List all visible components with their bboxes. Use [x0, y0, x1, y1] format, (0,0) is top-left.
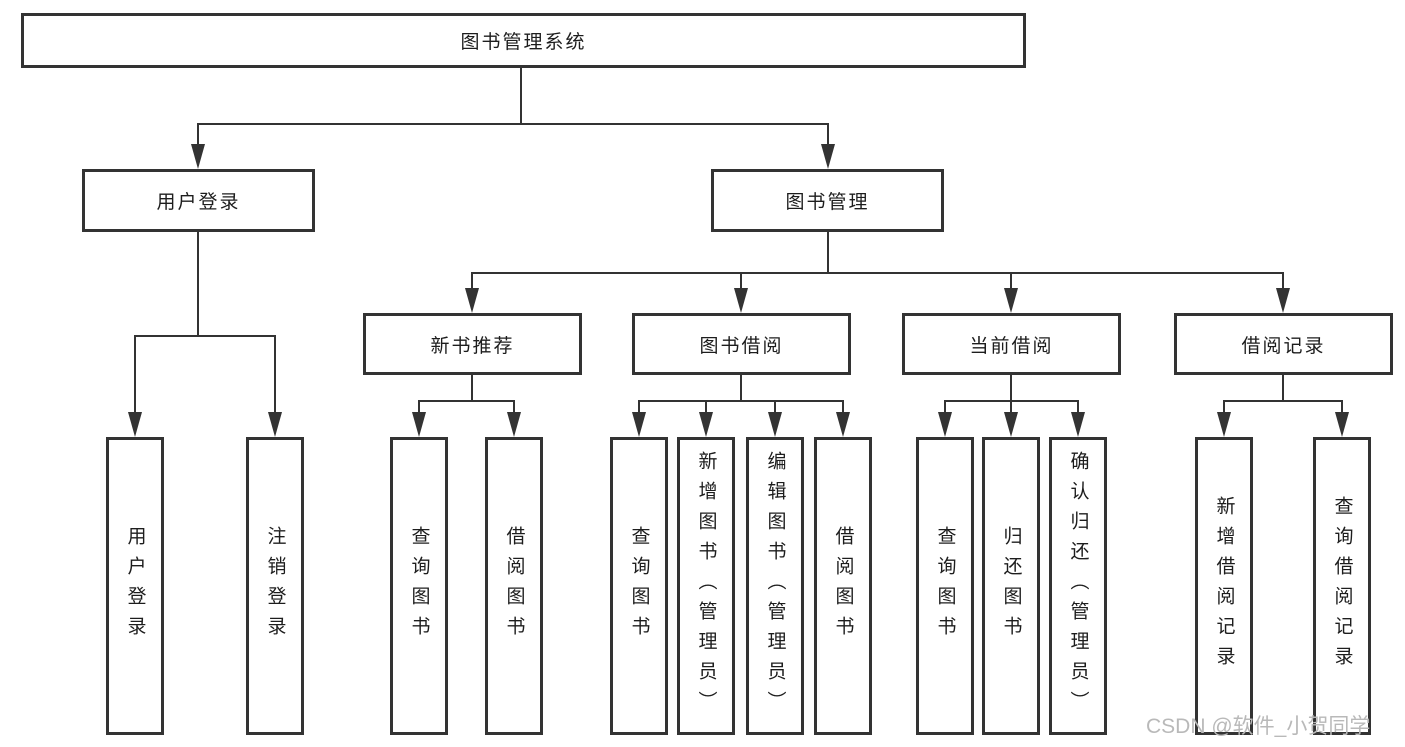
arrowhead-down-icon: [821, 144, 835, 169]
leaf-query-borrow-record: 查询借阅记录: [1313, 437, 1371, 735]
connector-line: [471, 272, 473, 289]
connector-line: [827, 123, 829, 147]
connector-line: [134, 335, 136, 413]
connector-line: [197, 123, 199, 147]
connector-line: [1282, 272, 1284, 289]
leaf-user-login-label: 用户登录: [124, 526, 146, 646]
leaf-query-books-recommend: 查询图书: [390, 437, 448, 735]
node-book-borrowing: 图书借阅: [632, 313, 851, 375]
connector-line: [197, 123, 829, 125]
connector-line: [740, 272, 742, 289]
connector-line: [134, 335, 276, 337]
node-book-management: 图书管理: [711, 169, 944, 232]
connector-line: [1341, 400, 1343, 413]
leaf-query-books-current: 查询图书: [916, 437, 974, 735]
leaf-confirm-return-admin-label: 确认归还（管理员）: [1067, 451, 1089, 721]
connector-line: [740, 375, 742, 400]
connector-line: [1010, 400, 1012, 413]
connector-line: [705, 400, 707, 413]
leaf-borrow-books-recommend: 借阅图书: [485, 437, 543, 735]
arrowhead-down-icon: [699, 412, 713, 437]
leaf-add-borrow-record: 新增借阅记录: [1195, 437, 1253, 735]
connector-line: [274, 335, 276, 413]
node-book-borrowing-label: 图书借阅: [699, 335, 784, 357]
arrowhead-down-icon: [768, 412, 782, 437]
arrowhead-down-icon: [1217, 412, 1231, 437]
leaf-add-book-admin: 新增图书（管理员）: [677, 437, 735, 735]
leaf-edit-book-admin-label: 编辑图书（管理员）: [764, 451, 786, 721]
leaf-borrow-books-borrowing: 借阅图书: [814, 437, 872, 735]
arrowhead-down-icon: [465, 288, 479, 313]
leaf-return-book-label: 归还图书: [1000, 526, 1022, 646]
node-borrow-records-label: 借阅记录: [1241, 335, 1326, 357]
leaf-query-books-borrowing-label: 查询图书: [628, 526, 650, 646]
arrowhead-down-icon: [268, 412, 282, 437]
leaf-query-books-recommend-label: 查询图书: [408, 526, 430, 646]
connector-line: [197, 232, 199, 335]
connector-line: [513, 400, 515, 413]
arrowhead-down-icon: [1071, 412, 1085, 437]
node-root-system: 图书管理系统: [21, 13, 1026, 68]
arrowhead-down-icon: [734, 288, 748, 313]
connector-line: [842, 400, 844, 413]
leaf-query-books-current-label: 查询图书: [934, 526, 956, 646]
node-borrow-records: 借阅记录: [1174, 313, 1393, 375]
node-current-borrowing-label: 当前借阅: [969, 335, 1054, 357]
leaf-borrow-books-borrowing-label: 借阅图书: [832, 526, 854, 646]
connector-line: [471, 375, 473, 400]
connector-line: [944, 400, 946, 413]
node-user-login-label: 用户登录: [156, 192, 241, 213]
connector-line: [418, 400, 515, 402]
arrowhead-down-icon: [412, 412, 426, 437]
arrowhead-down-icon: [1335, 412, 1349, 437]
connector-line: [520, 68, 522, 123]
arrowhead-down-icon: [1004, 288, 1018, 313]
arrowhead-down-icon: [632, 412, 646, 437]
connector-line: [471, 272, 1284, 274]
connector-line: [638, 400, 640, 413]
leaf-return-book: 归还图书: [982, 437, 1040, 735]
node-book-management-label: 图书管理: [785, 192, 870, 213]
connector-line: [1223, 400, 1225, 413]
connector-line: [1010, 375, 1012, 400]
node-new-book-recommend-label: 新书推荐: [430, 335, 515, 357]
node-user-login: 用户登录: [82, 169, 315, 232]
leaf-logout: 注销登录: [246, 437, 304, 735]
connector-line: [827, 232, 829, 272]
leaf-borrow-books-recommend-label: 借阅图书: [503, 526, 525, 646]
connector-line: [1223, 400, 1343, 402]
leaf-logout-label: 注销登录: [264, 526, 286, 646]
leaf-user-login: 用户登录: [106, 437, 164, 735]
csdn-watermark: CSDN @软件_小贺同学: [1146, 715, 1371, 738]
connector-line: [638, 400, 844, 402]
leaf-query-books-borrowing: 查询图书: [610, 437, 668, 735]
leaf-edit-book-admin: 编辑图书（管理员）: [746, 437, 804, 735]
node-current-borrowing: 当前借阅: [902, 313, 1121, 375]
arrowhead-down-icon: [1004, 412, 1018, 437]
connector-line: [418, 400, 420, 413]
connector-line: [774, 400, 776, 413]
arrowhead-down-icon: [938, 412, 952, 437]
arrowhead-down-icon: [128, 412, 142, 437]
connector-line: [1282, 375, 1284, 400]
arrowhead-down-icon: [836, 412, 850, 437]
leaf-add-borrow-record-label: 新增借阅记录: [1213, 496, 1235, 676]
connector-line: [1077, 400, 1079, 413]
connector-line: [1010, 272, 1012, 289]
leaf-add-book-admin-label: 新增图书（管理员）: [695, 451, 717, 721]
leaf-confirm-return-admin: 确认归还（管理员）: [1049, 437, 1107, 735]
arrowhead-down-icon: [1276, 288, 1290, 313]
node-new-book-recommend: 新书推荐: [363, 313, 582, 375]
arrowhead-down-icon: [191, 144, 205, 169]
leaf-query-borrow-record-label: 查询借阅记录: [1331, 496, 1353, 676]
arrowhead-down-icon: [507, 412, 521, 437]
node-root-label: 图书管理系统: [460, 32, 587, 53]
